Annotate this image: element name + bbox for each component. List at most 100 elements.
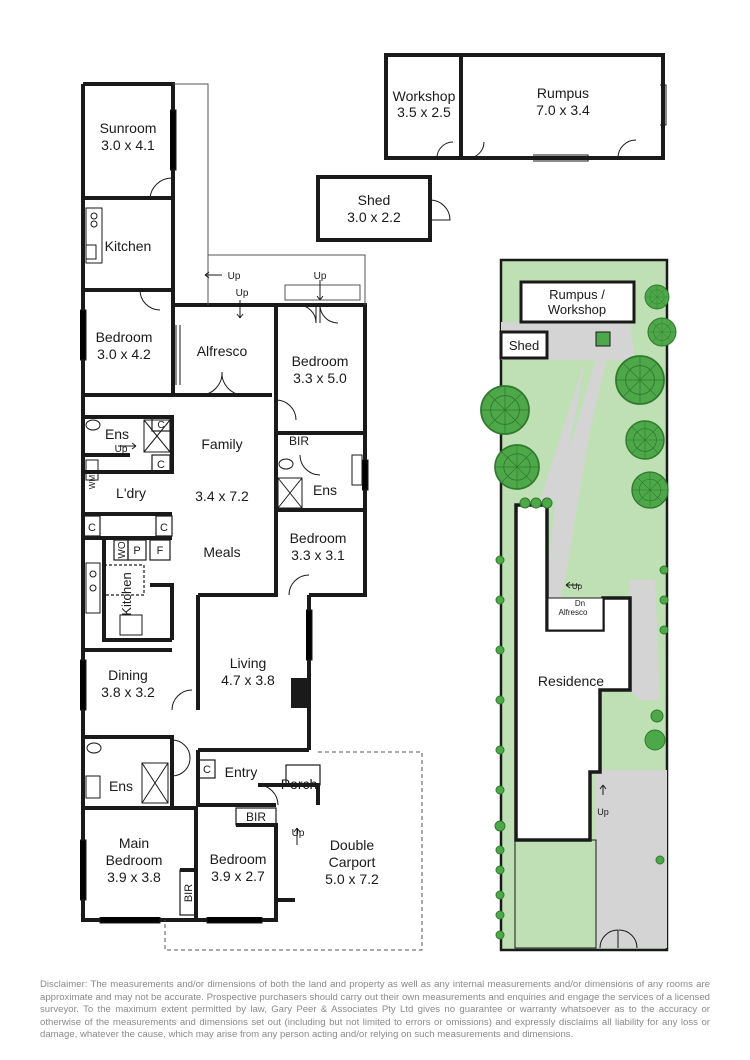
- label-bedroom-right-2: Bedroom: [290, 530, 347, 546]
- dims-main-bedroom: 3.9 x 3.8: [107, 869, 161, 885]
- fixtures: [85, 207, 363, 804]
- label-workshop: Workshop: [393, 88, 456, 104]
- label-family: Family: [201, 436, 242, 452]
- label-entry: Entry: [225, 764, 258, 780]
- label-fireplace: FP: [294, 687, 304, 699]
- site-driveway: [596, 770, 667, 948]
- label-ens-left: Ens: [105, 426, 129, 442]
- site-up-arrows: [565, 581, 607, 795]
- site-label-residence: Residence: [538, 673, 604, 689]
- label-laundry: L'dry: [116, 485, 146, 501]
- label-up-5: Up: [292, 828, 305, 839]
- site-alfresco: [547, 597, 604, 631]
- label-shed: Shed: [358, 192, 391, 208]
- label-bir-vertical: BIR: [183, 884, 195, 902]
- door-swings: [139, 177, 339, 806]
- site-labels: Rumpus / Workshop Shed Residence Alfresc…: [509, 287, 609, 817]
- label-kitchen-rear: Kitchen: [105, 238, 152, 254]
- dims-dining: 3.8 x 3.2: [101, 684, 155, 700]
- dims-bedroom-front: 3.9 x 2.7: [211, 868, 265, 884]
- label-cupboard-2: C: [157, 459, 165, 471]
- site-shed-box: [499, 330, 549, 360]
- site-rumpus-box: [519, 280, 636, 324]
- dims-sunroom: 3.0 x 4.1: [101, 137, 155, 153]
- outline-thin: [173, 83, 366, 305]
- label-alfresco: Alfresco: [197, 343, 248, 359]
- dims-family: 3.4 x 7.2: [195, 488, 249, 504]
- label-dining: Dining: [108, 667, 148, 683]
- label-bedroom-rear: Bedroom: [96, 329, 153, 345]
- label-up-1: Up: [228, 271, 241, 282]
- shrubs: [494, 497, 669, 940]
- dims-bedroom-rear: 3.0 x 4.2: [97, 346, 151, 362]
- site-gates: [599, 929, 638, 949]
- room-labels: Sunroom 3.0 x 4.1 Kitchen Bedroom 3.0 x …: [96, 85, 590, 902]
- outbuilding-doors: [436, 84, 667, 162]
- dims-living: 4.7 x 3.8: [221, 672, 275, 688]
- tree: [647, 317, 677, 347]
- site-label-dn: Dn: [575, 599, 585, 608]
- cupboards: [83, 416, 321, 916]
- site-plan: [480, 258, 677, 952]
- site-label-shed: Shed: [509, 338, 539, 353]
- label-cupboard-4: C: [160, 522, 168, 534]
- label-bedroom-front: Bedroom: [210, 851, 267, 867]
- outbuilding-walls: [384, 53, 665, 160]
- dims-rumpus: 7.0 x 3.4: [536, 102, 590, 118]
- tree: [480, 385, 530, 435]
- label-bedroom-right-1: Bedroom: [292, 353, 349, 369]
- site-path-east: [630, 580, 660, 700]
- label-living: Living: [230, 655, 267, 671]
- site-label-up-1: Up: [572, 582, 583, 591]
- label-carport-1: Double: [330, 837, 375, 853]
- label-carport-2: Carport: [329, 854, 376, 870]
- site-shrub: [595, 331, 611, 347]
- fixture-labels: C C C C C WM WO P F FP Up Up Up Up Up: [88, 271, 327, 839]
- dims-bedroom-right-2: 3.3 x 3.1: [291, 547, 345, 563]
- tree: [494, 444, 540, 490]
- carport-outline: [164, 751, 423, 951]
- house-walls: [81, 82, 367, 922]
- dims-shed: 3.0 x 2.2: [347, 209, 401, 225]
- disclaimer-text: Disclaimer: The measurements and/or dime…: [40, 979, 710, 1041]
- site-front-lawn: [514, 839, 597, 949]
- site-label-up-2: Up: [597, 807, 609, 817]
- label-main-bedroom-2: Bedroom: [106, 852, 163, 868]
- site-label-alfresco: Alfresco: [559, 608, 588, 617]
- label-wo: WO: [117, 541, 128, 558]
- dims-bedroom-right-1: 3.3 x 5.0: [293, 370, 347, 386]
- label-up-4: Up: [115, 444, 128, 455]
- label-cupboard-3: C: [88, 522, 96, 534]
- label-cupboard-5: C: [203, 764, 211, 776]
- dims-carport: 5.0 x 7.2: [325, 871, 379, 887]
- window-marks: [80, 109, 369, 924]
- up-arrows: [118, 271, 324, 845]
- label-kitchen-main: Kitchen: [119, 572, 134, 615]
- label-cupboard-1: C: [157, 420, 164, 431]
- label-ens-main: Ens: [109, 778, 133, 794]
- shed-door: [429, 199, 451, 221]
- shed-walls: [316, 175, 432, 242]
- site-label-rumpus: Rumpus /: [549, 287, 605, 302]
- label-bir-right: BIR: [289, 434, 309, 448]
- site-path-curve: [548, 345, 610, 598]
- label-ens-right: Ens: [313, 482, 337, 498]
- site-label-workshop: Workshop: [548, 302, 606, 317]
- label-rumpus: Rumpus: [537, 85, 589, 101]
- label-pantry: P: [133, 545, 140, 557]
- tree: [644, 284, 670, 310]
- dims-workshop: 3.5 x 2.5: [397, 104, 451, 120]
- tree: [615, 355, 665, 405]
- tree: [625, 420, 665, 460]
- tree: [631, 471, 669, 509]
- label-up-2: Up: [236, 288, 249, 299]
- label-wm: WM: [88, 475, 97, 490]
- floor-plan-diagram: Sunroom 3.0 x 4.1 Kitchen Bedroom 3.0 x …: [80, 53, 677, 952]
- label-main-bedroom-1: Main: [119, 835, 149, 851]
- label-bir-main: BIR: [246, 810, 266, 824]
- label-fridge: F: [157, 545, 164, 557]
- label-porch: Porch: [281, 776, 318, 792]
- label-sunroom: Sunroom: [100, 120, 157, 136]
- label-meals: Meals: [203, 544, 240, 560]
- label-up-3: Up: [314, 271, 327, 282]
